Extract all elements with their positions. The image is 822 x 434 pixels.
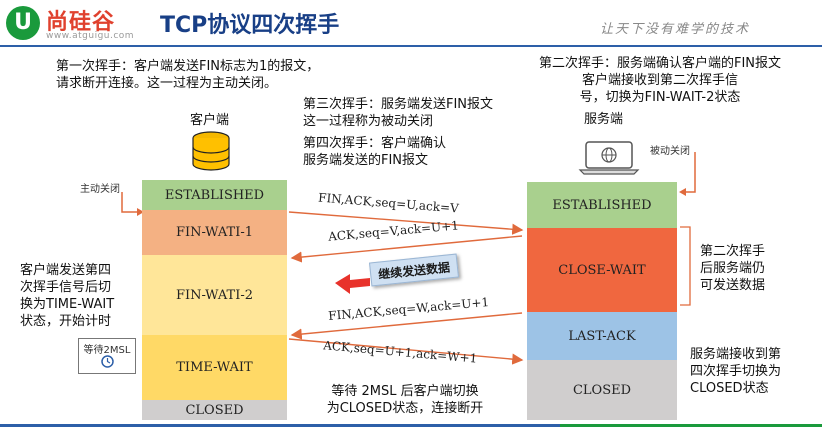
note-client-line2: 次挥手信号后切 <box>20 280 112 295</box>
note-server-line3: 可发送数据 <box>700 278 766 293</box>
note-server-line2: 后服务端仍 <box>700 261 766 276</box>
active-close-label: 主动关闭 <box>80 184 120 195</box>
logo-letter: U <box>14 10 32 35</box>
note-first-wave: 第一次挥手：客户端发送FIN标志为1的报文， 请求断开连接。这一过程为主动关闭。 <box>56 58 319 92</box>
note-second-wave: 第二次挥手：服务端确认客户端的FIN报文 客户端接收到第二次挥手信 号，切换为F… <box>510 55 810 106</box>
note-third-wave: 第三次挥手：服务端发送FIN报文 这一过程称为被动关闭 <box>303 96 493 130</box>
note-client-side: 客户端发送第四 次挥手信号后切 换为TIME-WAIT 状态，开始计时 <box>20 262 114 330</box>
client-label: 客户端 <box>190 113 230 128</box>
note-server-recv-line2: 四次挥手切换为 <box>690 364 782 379</box>
note-server-side: 第二次挥手 后服务端仍 可发送数据 <box>700 243 765 294</box>
wait-2msl-label: 等待2MSL <box>83 345 131 356</box>
database-icon <box>192 131 230 171</box>
client-state-time-wait: TIME-WAIT <box>142 335 287 400</box>
note-bottom-line1: 等待 2MSL 后客户端切换 <box>331 384 479 399</box>
note-server-received: 服务端接收到第 四次挥手切换为 CLOSED状态 <box>690 346 781 397</box>
note-fourth-line1: 第四次挥手：客户端确认 <box>303 136 447 151</box>
wait-2msl-box: 等待2MSL <box>78 338 136 374</box>
note-second-line2: 客户端接收到第二次挥手信 <box>581 73 738 88</box>
footer-bar <box>0 424 822 427</box>
active-close-connector <box>121 192 144 216</box>
server-state-closed: CLOSED <box>527 360 677 420</box>
note-second-line3: 号，切换为FIN-WAIT-2状态 <box>579 90 741 105</box>
note-client-line4: 状态，开始计时 <box>20 314 112 329</box>
passive-close-label: 被动关闭 <box>650 146 690 157</box>
arrow-fin-2 <box>290 312 523 340</box>
note-server-line1: 第二次挥手 <box>700 244 766 259</box>
server-label: 服务端 <box>584 112 624 127</box>
note-first-line2: 请求断开连接。这一过程为主动关闭。 <box>56 76 278 91</box>
passive-close-connector <box>679 152 696 196</box>
client-state-fin-wait-1: FIN-WATI-1 <box>142 210 287 255</box>
server-state-last-ack: LAST-ACK <box>527 312 677 360</box>
note-bottom-line2: 为CLOSED状态，连接断开 <box>326 401 484 416</box>
note-client-line3: 换为TIME-WAIT <box>20 297 115 312</box>
server-state-established: ESTABLISHED <box>527 182 677 228</box>
note-fourth-wave: 第四次挥手：客户端确认 服务端发送的FIN报文 <box>303 135 446 169</box>
close-wait-bracket <box>680 226 691 306</box>
logo-url: www.atguigu.com <box>46 31 135 41</box>
arrow-ack-2 <box>288 338 524 365</box>
note-second-line1: 第二次挥手：服务端确认客户端的FIN报文 <box>538 56 782 71</box>
note-fourth-line2: 服务端发送的FIN报文 <box>303 153 429 168</box>
note-first-line1: 第一次挥手：客户端发送FIN标志为1的报文， <box>56 59 320 74</box>
page-title: TCP协议四次挥手 <box>160 13 340 38</box>
clock-icon <box>101 355 114 368</box>
client-state-closed: CLOSED <box>142 400 287 420</box>
slogan: 让天下没有难学的技术 <box>600 22 751 37</box>
client-state-established: ESTABLISHED <box>142 180 287 210</box>
note-server-recv-line1: 服务端接收到第 <box>690 347 782 362</box>
note-client-line1: 客户端发送第四 <box>20 263 112 278</box>
arrow-ack-1 <box>290 235 523 263</box>
note-third-line1: 第三次挥手：服务端发送FIN报文 <box>303 97 494 112</box>
arrow-fin-1 <box>288 211 524 235</box>
logo-name: 尚硅谷 <box>46 10 116 35</box>
note-third-line2: 这一过程称为被动关闭 <box>303 114 434 129</box>
note-server-recv-line3: CLOSED状态 <box>690 381 769 396</box>
server-state-close-wait: CLOSE-WAIT <box>527 228 677 312</box>
note-bottom: 等待 2MSL 后客户端切换 为CLOSED状态，连接断开 <box>305 383 505 417</box>
laptop-icon <box>578 141 640 175</box>
client-state-fin-wait-2: FIN-WATI-2 <box>142 255 287 335</box>
continue-send-arrow <box>335 274 370 294</box>
logo-mark <box>6 6 40 40</box>
header-divider <box>0 45 822 47</box>
